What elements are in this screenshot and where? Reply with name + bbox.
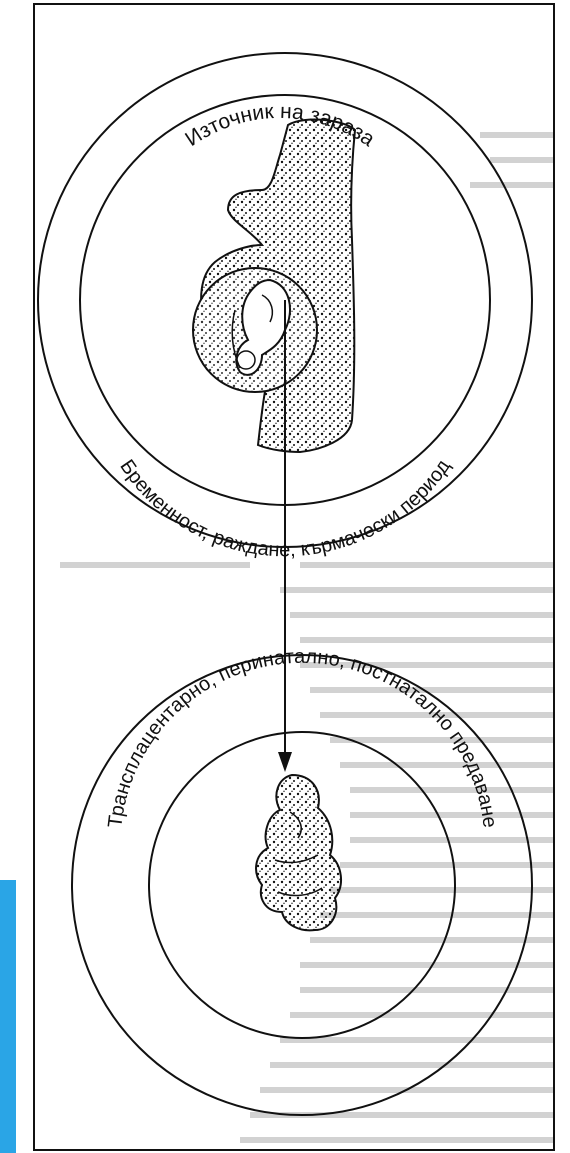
accent-strip (0, 880, 16, 1153)
